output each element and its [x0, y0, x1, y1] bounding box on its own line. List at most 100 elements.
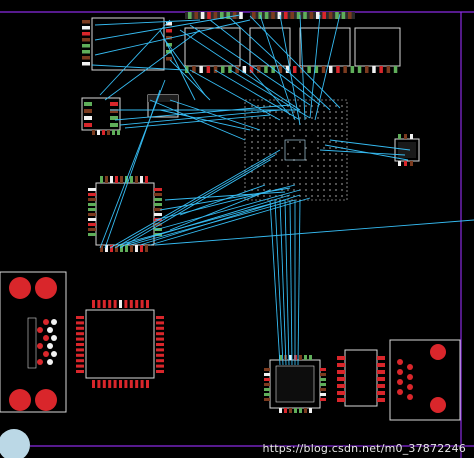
pad	[200, 12, 205, 19]
pad	[407, 374, 413, 380]
bga-center	[284, 139, 306, 161]
ratsnest-line	[91, 64, 186, 71]
pad	[309, 355, 312, 360]
ratsnest-line	[314, 13, 341, 121]
pad	[110, 102, 118, 106]
pad	[125, 245, 128, 252]
bga-ball	[317, 123, 319, 125]
bga-ball	[335, 165, 337, 167]
pad	[277, 12, 282, 19]
ratsnest-line	[159, 109, 251, 131]
bga-ball	[281, 111, 283, 113]
bga-ball	[299, 165, 301, 167]
bga-ball	[305, 135, 307, 137]
small-sop-component[interactable]	[147, 94, 179, 118]
pad	[92, 300, 95, 308]
top-connector-row[interactable]	[185, 12, 355, 19]
bga-ball	[251, 147, 253, 149]
pad	[154, 193, 162, 196]
bga-ball	[335, 111, 337, 113]
bga-ball	[263, 123, 265, 125]
bga-ball	[251, 141, 253, 143]
bga-ball	[269, 165, 271, 167]
bga-ball	[275, 111, 277, 113]
bga-ball	[305, 117, 307, 119]
pad	[397, 359, 403, 365]
pad	[398, 134, 401, 139]
pad	[119, 300, 122, 308]
ratsnest-line	[214, 69, 301, 121]
ratsnest-line	[229, 17, 331, 111]
qfn-component-bottom[interactable]	[264, 355, 326, 413]
ic-module-left[interactable]	[91, 17, 165, 71]
pad	[156, 337, 164, 341]
pad	[377, 377, 385, 381]
pad	[337, 363, 345, 367]
pad	[377, 370, 385, 374]
bga-ball	[263, 105, 265, 107]
pad	[82, 62, 90, 66]
pad	[76, 326, 84, 330]
pad	[404, 134, 407, 139]
ratsnest-line	[289, 199, 293, 366]
pad	[110, 245, 113, 252]
pad	[88, 203, 96, 206]
pad	[51, 351, 57, 357]
bga-ball	[323, 141, 325, 143]
ic-module-right[interactable]	[354, 27, 401, 67]
left-stacked-component[interactable]	[81, 97, 121, 135]
pad	[337, 398, 345, 402]
ratsnest-line	[309, 14, 321, 119]
bga-ball	[287, 165, 289, 167]
bga-ball	[311, 129, 313, 131]
pad	[156, 348, 164, 352]
bga-ball	[311, 183, 313, 185]
pad	[309, 12, 314, 19]
bga-ball	[263, 153, 265, 155]
pad	[404, 161, 407, 166]
ratsnest-line	[94, 19, 251, 56]
pad	[213, 66, 218, 73]
bga-ball	[257, 189, 259, 191]
bga-chip[interactable]	[244, 99, 348, 201]
pad	[140, 380, 144, 388]
pad	[115, 176, 118, 183]
bga-ball	[323, 105, 325, 107]
bga-ball	[251, 153, 253, 155]
sop-component-bottom[interactable]	[337, 349, 385, 407]
ratsnest-line	[114, 104, 291, 121]
pad	[108, 380, 112, 388]
bga-ball	[317, 129, 319, 131]
pad	[110, 123, 118, 127]
bga-ball	[251, 183, 253, 185]
pad	[140, 300, 144, 308]
bga-ball	[317, 141, 319, 143]
rj45-connector-right[interactable]	[389, 339, 461, 421]
usb-connector-left[interactable]	[0, 271, 67, 413]
ratsnest-line	[179, 184, 266, 216]
bga-ball	[329, 129, 331, 131]
pad	[88, 208, 96, 211]
pad	[51, 335, 57, 341]
pad	[309, 408, 312, 413]
pad	[221, 66, 225, 73]
pad	[84, 116, 92, 120]
pad	[76, 337, 84, 341]
ratsnest-line	[109, 149, 281, 249]
bga-ball	[275, 135, 277, 137]
bga-ball	[311, 111, 313, 113]
pad	[329, 66, 333, 73]
pad	[43, 335, 49, 341]
bga-ball	[293, 123, 295, 125]
pad	[76, 332, 84, 336]
bga-ball	[317, 165, 319, 167]
pad	[166, 50, 172, 54]
bga-ball	[329, 159, 331, 161]
ratsnest-line	[119, 109, 281, 126]
pad	[88, 218, 96, 221]
pad	[393, 66, 398, 73]
qfp-component-red[interactable]	[76, 300, 164, 388]
pad	[47, 343, 53, 349]
pad	[397, 379, 403, 385]
